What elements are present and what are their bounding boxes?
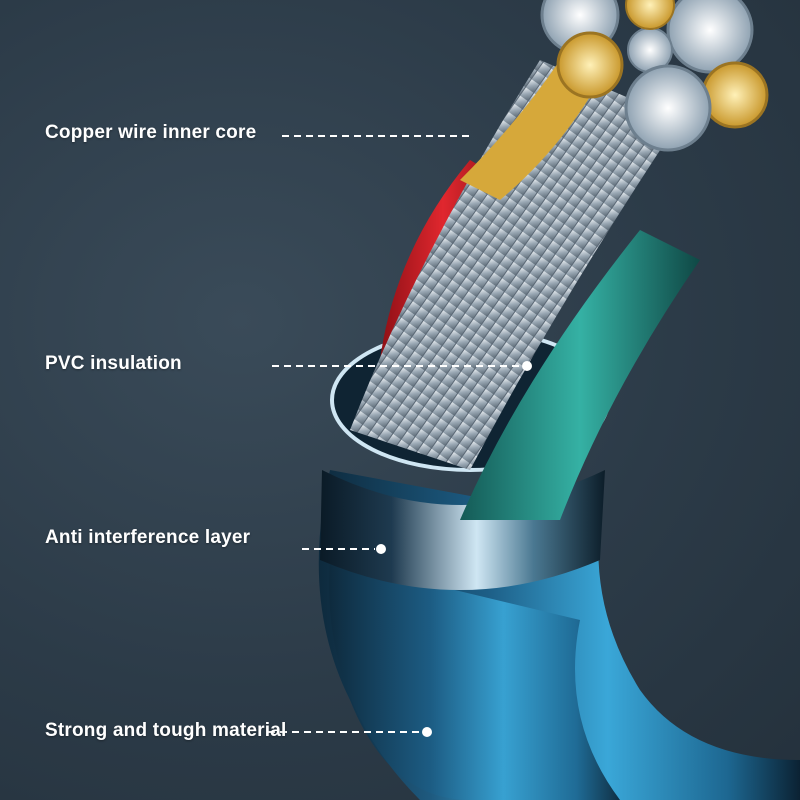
jacket-lower (329, 560, 620, 800)
marker-dot-pvc (522, 361, 532, 371)
label-pvc-insulation: PVC insulation (45, 353, 182, 374)
marker-dot-anti (376, 544, 386, 554)
label-strong-material: Strong and tough material (45, 720, 287, 741)
teal-wire (460, 230, 700, 520)
braided-core (350, 60, 680, 470)
copper-strands (460, 60, 600, 200)
marker-dot-strong (422, 727, 432, 737)
label-copper-core: Copper wire inner core (45, 122, 257, 143)
label-anti-interference: Anti interference layer (45, 527, 251, 548)
